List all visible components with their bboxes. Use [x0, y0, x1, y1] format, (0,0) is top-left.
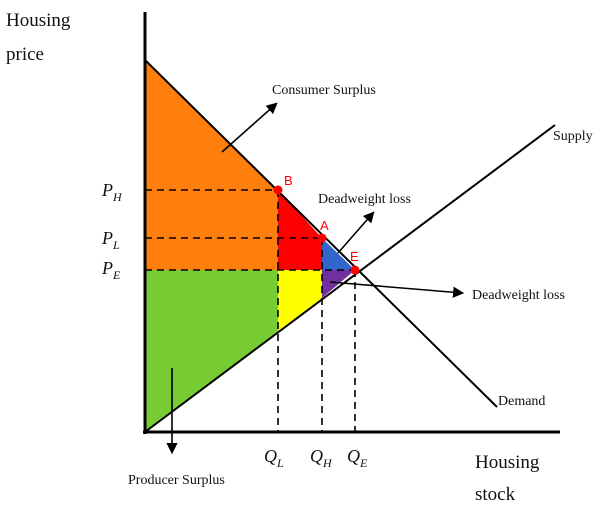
- quantity-label-ql: QL: [264, 446, 284, 470]
- deadweight-blue-area: [322, 238, 355, 270]
- consumer-surplus-label: Consumer Surplus: [272, 83, 376, 98]
- point-b-label: B: [284, 173, 293, 188]
- point-a-marker: [317, 233, 327, 243]
- producer-surplus-area: [145, 270, 278, 432]
- dashed-guides: [145, 189, 356, 432]
- point-a-label: A: [320, 218, 329, 233]
- x-axis-title-line1: Housing: [475, 452, 540, 473]
- deadweight-upper-arrow: [337, 211, 375, 254]
- consumer-surplus-area: [145, 60, 278, 270]
- deadweight-upper-label: Deadweight loss: [318, 192, 411, 207]
- price-label-pl: PL: [101, 228, 120, 252]
- point-e-marker: [350, 265, 360, 275]
- deadweight-right-arrow: [329, 281, 465, 298]
- transfer-red-area: [278, 190, 322, 270]
- price-label-ph: PH: [101, 180, 123, 204]
- deadweight-purple-area: [322, 270, 355, 298]
- quantity-label-qe: QE: [347, 446, 368, 470]
- demand-label: Demand: [498, 394, 545, 409]
- point-b-marker: [273, 185, 283, 195]
- x-axis-title-line2: stock: [475, 484, 516, 505]
- point-e-label: E: [350, 249, 359, 264]
- deadweight-right-label: Deadweight loss: [472, 288, 565, 303]
- supply-label: Supply: [553, 129, 593, 144]
- supply-curve: [144, 124, 556, 433]
- y-axis-title-line2: price: [6, 44, 44, 65]
- price-label-pe: PE: [101, 258, 121, 282]
- y-axis-title-line1: Housing: [6, 10, 71, 31]
- consumer-surplus-arrow: [221, 102, 278, 153]
- transfer-yellow-area: [278, 270, 322, 331]
- producer-surplus-label: Producer Surplus: [128, 473, 225, 488]
- quantity-label-qh: QH: [310, 446, 333, 470]
- demand-curve: [144, 59, 498, 408]
